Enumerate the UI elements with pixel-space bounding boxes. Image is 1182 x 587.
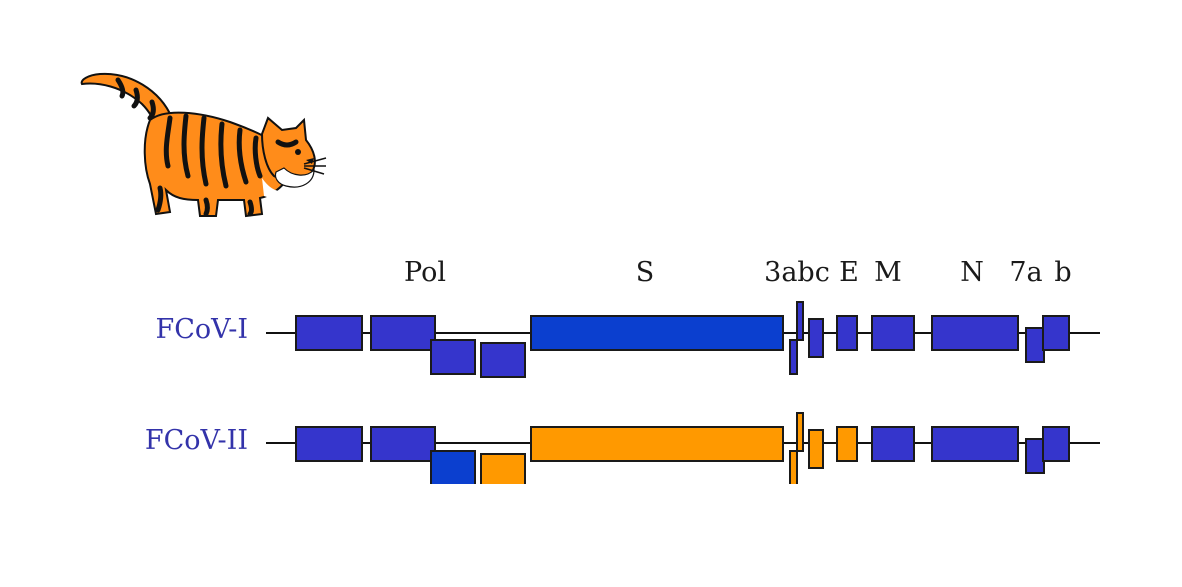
gene-box-3b [789,339,798,375]
gene-label-n: N [960,257,984,288]
gene-box-7a [1025,438,1045,474]
gene-box-n [931,426,1019,462]
gene-box-m [871,315,915,351]
gene-box-e [836,315,858,351]
gene-box-pol-2 [370,426,436,462]
gene-label-pol: Pol [404,257,446,288]
genome-row-fcov-ii [266,412,1100,495]
gene-box-s [530,426,784,462]
gene-box-7b [1042,426,1070,462]
row-label-fcov-i: FCoV-I [156,314,248,345]
gene-box-e [836,426,858,462]
row-label-fcov-ii: FCoV-II [145,425,248,456]
cat-icon [80,72,327,218]
gene-box-pol-2 [370,315,436,351]
gene-box-3a [796,412,804,452]
gene-box-3a [796,301,804,341]
gene-label-7a: 7a [1009,257,1042,288]
gene-box-7b [1042,315,1070,351]
gene-label-e: E [839,257,859,288]
genome-row-fcov-i [266,301,1100,378]
gene-box-3b [789,450,798,486]
gene-box-3c [808,429,824,469]
gene-box-n [931,315,1019,351]
gene-label-m: M [874,257,902,288]
gene-label-b: b [1054,257,1071,288]
gene-label-s: S [636,257,655,288]
gene-labels: Pol S 3abc E M N 7a b [404,257,1072,288]
gene-box-pol-1 [295,315,363,351]
gene-box-pol-4 [480,342,526,378]
gene-box-3c [808,318,824,358]
gene-box-s [530,315,784,351]
bottom-crop [0,484,1182,587]
gene-box-pol-3 [430,339,476,375]
gene-label-3abc: 3abc [764,257,830,288]
gene-box-7a [1025,327,1045,363]
gene-box-pol-1 [295,426,363,462]
gene-box-m [871,426,915,462]
